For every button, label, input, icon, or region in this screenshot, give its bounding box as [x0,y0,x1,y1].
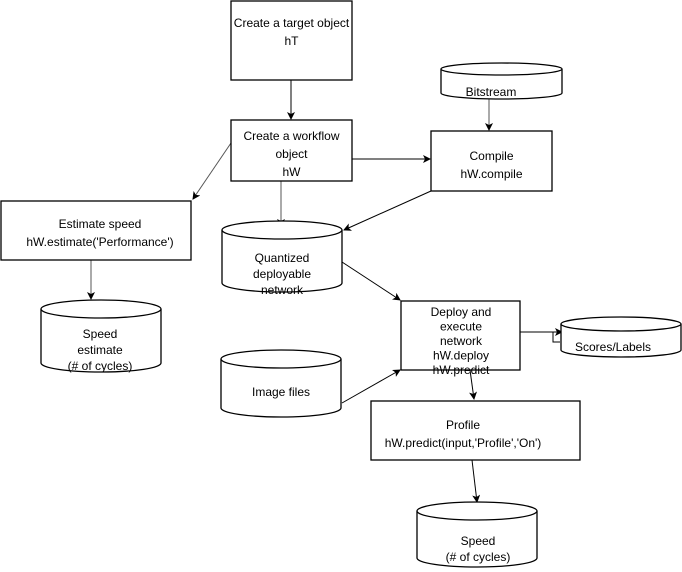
node-label: Bitstream [466,85,517,99]
edge-quantized-to-deploy [341,261,401,301]
edges [87,80,563,503]
edge-deploy-to-profile [469,369,478,400]
edge-deploy-to-scores [520,331,560,343]
node-label: Scores/Labels [575,340,651,354]
edge-compile-to-quantized [343,190,432,231]
image-files-datastore: Image files [220,349,342,418]
bitstream-datastore: Bitstream [440,62,563,100]
speed-datastore: Speed(# of cycles) [416,501,538,568]
edge-workflow-to-estimate [192,142,232,200]
node-label: Speed(# of cycles) [446,534,511,564]
edge-images-to-deploy [341,369,401,404]
node-label: Image files [252,385,310,399]
edge-profile-to-speed [471,459,481,503]
scores-labels-datastore: Scores/Labels [560,316,682,358]
